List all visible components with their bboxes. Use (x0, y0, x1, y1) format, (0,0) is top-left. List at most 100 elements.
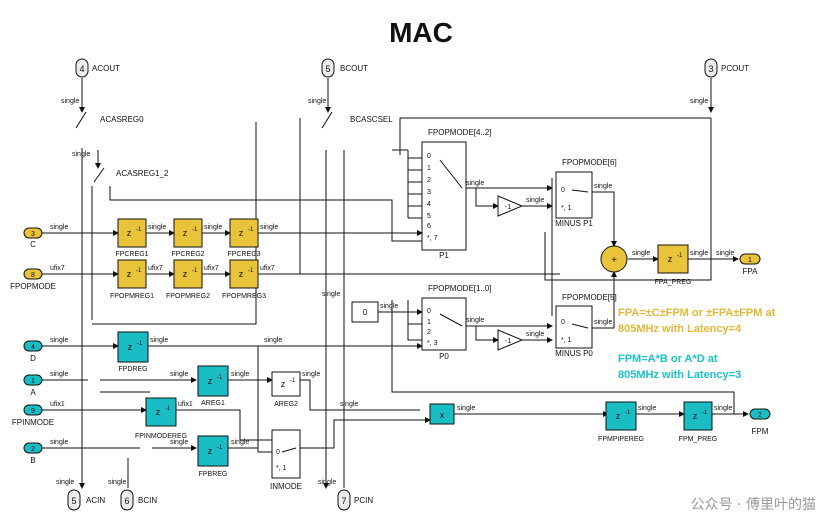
switch-bcascsel: BCASCSEL (350, 115, 393, 124)
in-port-bcin: 6 BCIN single (108, 479, 157, 511)
svg-text:ufix7: ufix7 (260, 265, 275, 272)
svg-text:single: single (526, 197, 544, 204)
block-label: FPOPMREG3 (222, 293, 266, 300)
port-number: 9 (31, 408, 35, 415)
svg-text:-1: -1 (136, 268, 142, 274)
port-number: 4 (79, 64, 84, 74)
svg-text:single: single (632, 250, 650, 257)
signal-type: single (56, 479, 74, 486)
signal-type: single (308, 98, 326, 105)
gain-p0: -1 (497, 329, 524, 351)
block-label: FPMPIPEREG (598, 436, 644, 443)
svg-text:-1: -1 (165, 406, 171, 412)
svg-text:6: 6 (427, 223, 431, 230)
svg-text:z: z (693, 411, 698, 421)
svg-text:z: z (183, 269, 188, 279)
mux-ctrl-label: FPOPMODE[1..0] (428, 284, 492, 293)
port-number: 1 (31, 378, 35, 385)
port-label: BCIN (138, 496, 157, 505)
block-label: P0 (439, 352, 449, 361)
svg-text:+: + (611, 255, 617, 266)
fpcreg1-block: z -1 FPCREG1 (115, 218, 149, 258)
svg-text:ufix7: ufix7 (148, 265, 163, 272)
svg-text:single: single (457, 405, 475, 412)
svg-text:-1: -1 (192, 227, 198, 233)
switch-acasreg1-2: ACASREG1_2 (116, 169, 169, 178)
signal-type: single (50, 337, 68, 344)
port-number: 6 (124, 496, 129, 506)
svg-text:*, 1: *, 1 (561, 205, 572, 212)
port-number: 5 (325, 64, 330, 74)
svg-text:-1: -1 (505, 204, 511, 211)
in-port-d: 4 D single (23, 337, 68, 363)
const-zero-block: 0 (351, 301, 379, 323)
port-number: 5 (71, 496, 76, 506)
port-label: PCOUT (721, 64, 749, 73)
block-label: FPCREG2 (171, 251, 204, 258)
mux-minus-p0: FPOPMODE[5] 0 *, 1 MINUS P0 (555, 293, 617, 358)
svg-text:single: single (150, 337, 168, 344)
svg-text:0: 0 (427, 153, 431, 160)
svg-text:*, 7: *, 7 (427, 235, 438, 242)
fpa-note-line1: FPA=±C±FPM or ±FPA±FPM at (618, 307, 776, 319)
svg-text:2: 2 (427, 329, 431, 336)
svg-text:single: single (466, 317, 484, 324)
svg-text:single: single (322, 291, 340, 298)
svg-text:single: single (714, 405, 732, 412)
block-label: FPOPMREG2 (166, 293, 210, 300)
fpinmodereg-block: z -1 FPINMODEREG (135, 397, 187, 440)
port-number: 7 (341, 496, 346, 506)
svg-text:z: z (128, 342, 133, 352)
diagram-title: MAC (389, 17, 453, 48)
fpm-note-line2: 805MHz with Latency=3 (618, 369, 741, 381)
svg-text:-1: -1 (136, 227, 142, 233)
in-port-acin: 5 ACIN single (56, 479, 105, 511)
svg-text:0: 0 (561, 319, 565, 326)
svg-text:single: single (380, 303, 398, 310)
svg-text:-1: -1 (217, 445, 223, 451)
sum-block: + (600, 245, 628, 273)
port-label: B (30, 456, 35, 465)
svg-text:single: single (594, 183, 612, 190)
port-label: D (30, 354, 36, 363)
svg-text:single: single (170, 439, 188, 446)
out-port-bcout: 5 BCOUT single (308, 58, 368, 105)
areg2-block: z -1 AREG2 (271, 371, 301, 408)
svg-text:-1: -1 (290, 378, 296, 384)
svg-text:-1: -1 (137, 341, 143, 347)
svg-text:z: z (183, 228, 188, 238)
in-port-b: 2 B single (23, 439, 68, 465)
signal-type: ufix7 (50, 265, 65, 272)
svg-text:single: single (690, 250, 708, 257)
svg-text:single: single (231, 439, 249, 446)
port-label: ACIN (86, 496, 105, 505)
gain-p1: -1 (497, 195, 524, 217)
svg-text:z: z (127, 228, 132, 238)
watermark: 公众号 · 傅里叶的猫 (690, 497, 816, 513)
svg-text:z: z (156, 407, 161, 417)
svg-text:0: 0 (363, 308, 368, 317)
block-label: AREG1 (201, 400, 225, 407)
areg1-block: z -1 AREG1 (197, 365, 229, 407)
port-label: A (30, 388, 36, 397)
svg-text:1: 1 (427, 319, 431, 326)
block-label: FPCREG3 (227, 251, 260, 258)
block-label: MINUS P0 (555, 349, 593, 358)
fpm-note-line1: FPM=A*B or A*D at (618, 353, 718, 365)
mux-minus-p1: FPOPMODE[6] 0 *, 1 MINUS P1 (555, 158, 617, 228)
multiplier-block: x (429, 403, 455, 425)
svg-text:0: 0 (276, 449, 280, 456)
svg-text:0: 0 (427, 308, 431, 315)
svg-text:x: x (440, 410, 445, 420)
port-label: FPOPMODE (10, 282, 56, 291)
switch-acasreg0: ACASREG0 (100, 115, 144, 124)
block-label: FPINMODEREG (135, 433, 187, 440)
mux-ctrl-label: FPOPMODE[6] (562, 158, 617, 167)
svg-text:single: single (148, 224, 166, 231)
signal-type: ufix1 (50, 401, 65, 408)
block-label: P1 (439, 251, 449, 260)
svg-text:single: single (204, 224, 222, 231)
fpbreg-block: z -1 FPBREG (197, 435, 229, 478)
svg-text:single: single (302, 371, 320, 378)
svg-text:single: single (231, 371, 249, 378)
